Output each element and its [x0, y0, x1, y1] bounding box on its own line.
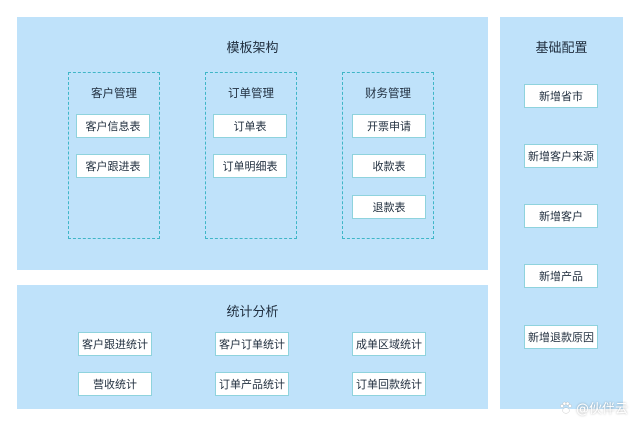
node-refund[interactable]: 退款表	[352, 195, 426, 219]
template-panel-title: 模板架构	[226, 41, 279, 56]
node-payment-stats[interactable]: 订单回款统计	[352, 372, 426, 396]
group-title: 财务管理	[365, 86, 411, 100]
node-order-detail[interactable]: 订单明细表	[213, 154, 287, 178]
group-finance-management: 财务管理 开票申请 收款表 退款表	[342, 72, 434, 239]
group-title: 订单管理	[228, 86, 274, 100]
group-title: 客户管理	[91, 86, 137, 100]
node-revenue-stats[interactable]: 营收统计	[78, 372, 152, 396]
group-customer-management: 客户管理 客户信息表 客户跟进表	[68, 72, 160, 239]
node-customer-followup[interactable]: 客户跟进表	[76, 154, 150, 178]
node-new-province[interactable]: 新增省市	[524, 84, 598, 108]
node-new-product[interactable]: 新增产品	[524, 264, 598, 288]
watermark-text: @伙伴云	[575, 402, 628, 417]
node-customer-info[interactable]: 客户信息表	[76, 114, 150, 138]
stats-panel-title: 统计分析	[226, 305, 279, 320]
node-followup-stats[interactable]: 客户跟进统计	[78, 332, 152, 356]
group-order-management: 订单管理 订单表 订单明细表	[205, 72, 297, 239]
node-receipt[interactable]: 收款表	[352, 154, 426, 178]
node-customer-order-stats[interactable]: 客户订单统计	[215, 332, 289, 356]
template-panel: 模板架构 客户管理 客户信息表 客户跟进表 订单管理 订单表 订单明细表 财务管…	[17, 17, 488, 270]
node-new-customer[interactable]: 新增客户	[524, 204, 598, 228]
paw-icon	[560, 401, 572, 413]
node-invoice-request[interactable]: 开票申请	[352, 114, 426, 138]
stats-panel: 统计分析 客户跟进统计 客户订单统计 成单区域统计 营收统计 订单产品统计 订单…	[17, 285, 488, 409]
node-product-stats[interactable]: 订单产品统计	[215, 372, 289, 396]
node-new-refund-reason[interactable]: 新增退款原因	[524, 325, 598, 349]
node-new-source[interactable]: 新增客户来源	[524, 144, 598, 168]
base-config-panel: 基础配置 新增省市 新增客户来源 新增客户 新增产品 新增退款原因	[500, 17, 623, 409]
node-region-stats[interactable]: 成单区域统计	[352, 332, 426, 356]
watermark: @伙伴云	[559, 398, 628, 417]
base-config-title: 基础配置	[535, 41, 588, 56]
node-order-table[interactable]: 订单表	[213, 114, 287, 138]
